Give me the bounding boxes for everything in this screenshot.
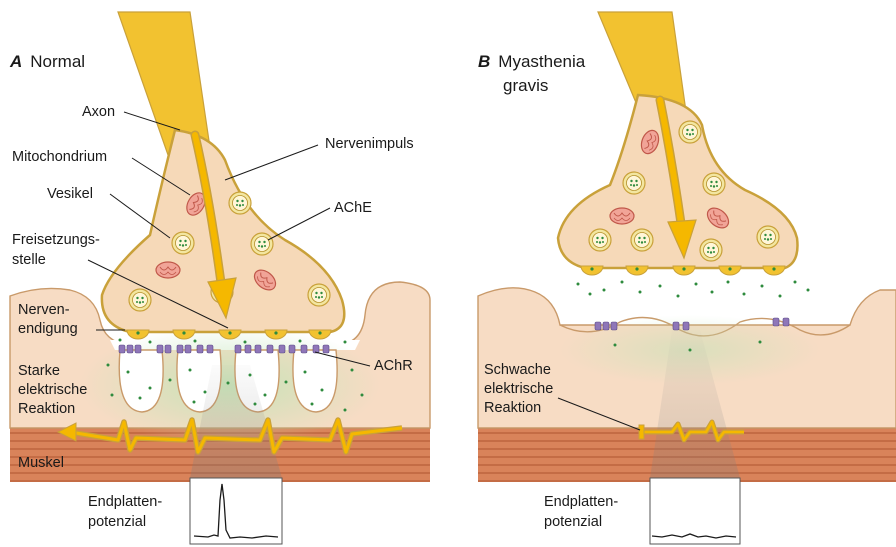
endplate-graph-b xyxy=(650,478,740,544)
label-vesikel: Vesikel xyxy=(47,186,93,202)
label-muskel: Muskel xyxy=(18,455,64,471)
label-schwache-reaktion-1: Schwache xyxy=(484,362,551,378)
label-starke-reaktion-2: elektrische xyxy=(18,382,87,398)
panel-b-title-2: gravis xyxy=(503,76,548,95)
label-endplatten-b-1: Endplatten- xyxy=(544,494,618,510)
label-endplatten-b-2: potenzial xyxy=(544,514,602,530)
endplate-graph-a xyxy=(190,478,282,544)
label-ache: AChE xyxy=(334,200,372,216)
label-nervenendigung-2: endigung xyxy=(18,321,78,337)
label-freisetzungsstelle-2: stelle xyxy=(12,252,46,268)
label-starke-reaktion-3: Reaktion xyxy=(18,401,75,417)
label-freisetzungsstelle-1: Freisetzungs- xyxy=(12,232,100,248)
label-achr: AChR xyxy=(374,358,413,374)
label-endplatten-a-2: potenzial xyxy=(88,514,146,530)
label-schwache-reaktion-3: Reaktion xyxy=(484,400,541,416)
label-schwache-reaktion-2: elektrische xyxy=(484,381,553,397)
label-mitochondrium: Mitochondrium xyxy=(12,149,107,165)
label-nervenimpuls: Nervenimpuls xyxy=(325,136,414,152)
label-starke-reaktion-1: Starke xyxy=(18,363,60,379)
label-nervenendigung-1: Nerven- xyxy=(18,302,70,318)
label-endplatten-a-1: Endplatten- xyxy=(88,494,162,510)
label-axon: Axon xyxy=(82,104,115,120)
